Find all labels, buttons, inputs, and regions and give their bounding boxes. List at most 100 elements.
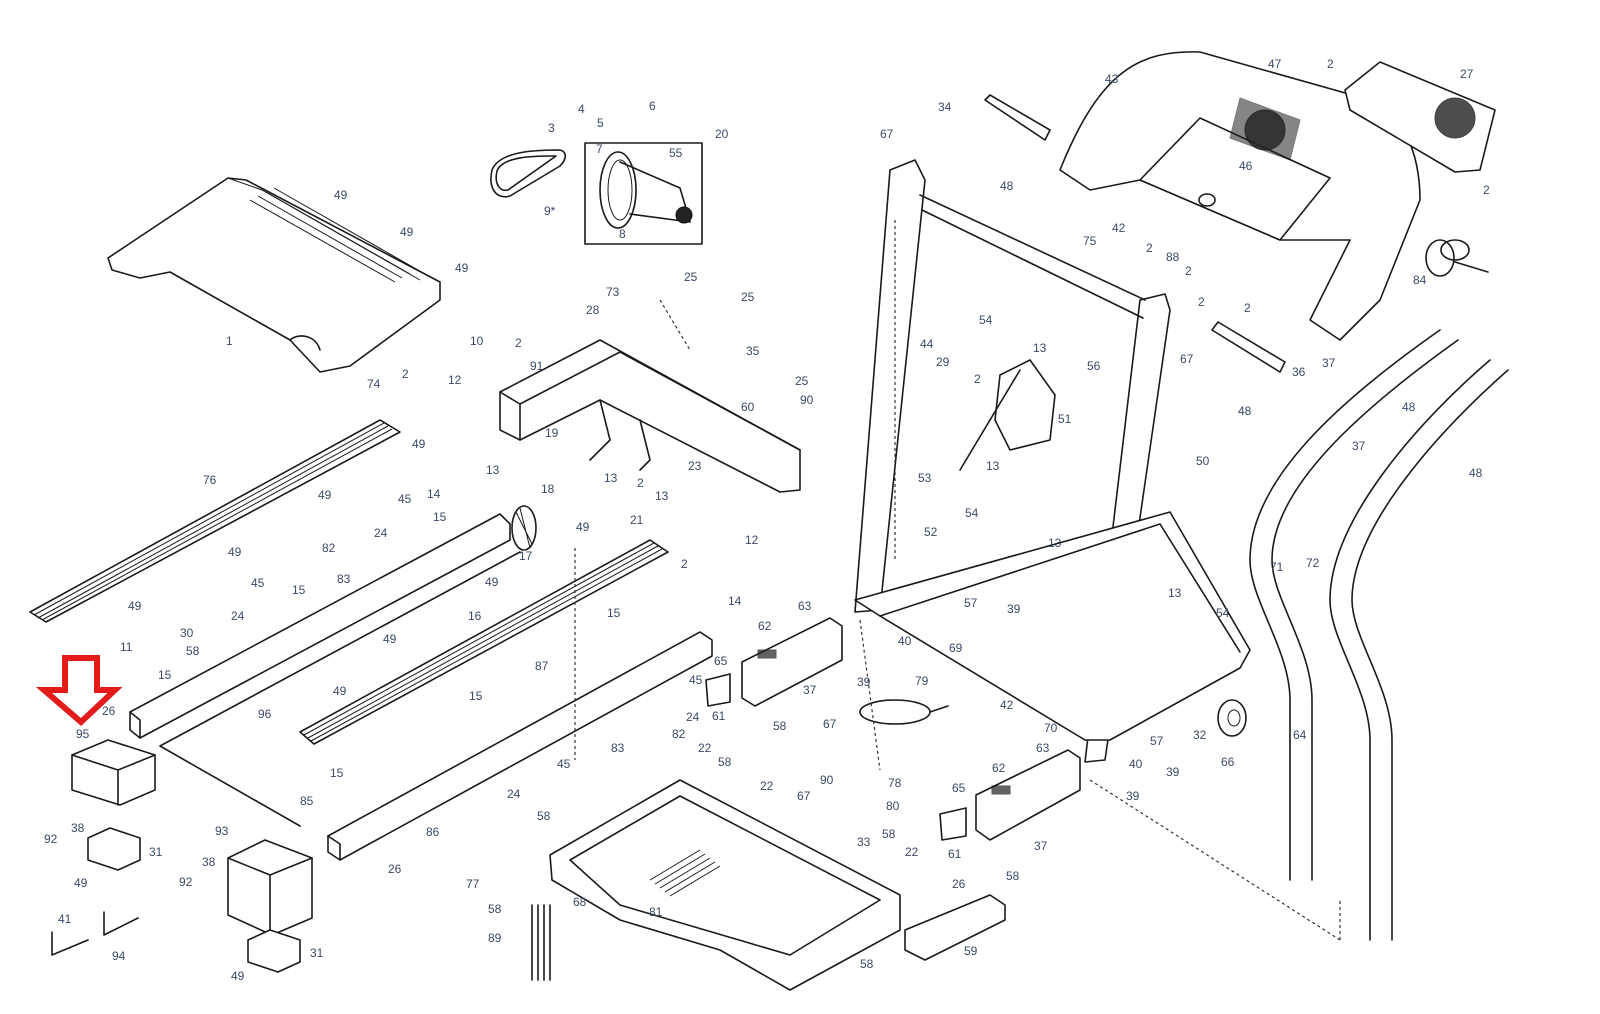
part-motor-controller-59 [904,894,1006,961]
part-bracket-34 [984,94,1051,141]
part-bracket-36 [1211,321,1286,373]
part-label-96: 96 [258,707,272,721]
part-label-42: 42 [1000,698,1014,712]
part-label-47: 47 [1268,57,1282,71]
part-label-64: 64 [1293,728,1307,742]
part-label-49: 49 [485,575,499,589]
part-label-58: 58 [773,719,787,733]
part-right-rail [299,539,669,745]
part-label-50: 50 [1196,454,1210,468]
part-endcap-65b [939,807,967,841]
part-motor-hood [107,177,441,373]
part-label-57: 57 [1150,734,1164,748]
part-label-25: 25 [684,270,698,284]
part-label-46: 46 [1239,159,1253,173]
part-label-24: 24 [374,526,388,540]
part-label-15: 15 [158,668,172,682]
part-handrail-right [1329,359,1509,941]
part-label-42: 42 [1112,221,1126,235]
part-label-61: 61 [712,709,726,723]
part-label-80: 80 [886,799,900,813]
part-zip-ties [531,904,551,981]
part-label-37: 37 [1034,839,1048,853]
part-label-15: 15 [469,689,483,703]
part-label-14: 14 [728,594,742,608]
part-label-66: 66 [1221,755,1235,769]
part-label-2: 2 [1185,264,1192,278]
part-upper-frame [499,339,801,493]
part-label-87: 87 [535,659,549,673]
part-label-19: 19 [545,426,559,440]
part-label-8: 8 [619,227,626,241]
part-label-48: 48 [1402,400,1416,414]
part-label-51: 51 [1058,412,1072,426]
part-label-39: 39 [857,675,871,689]
part-label-49: 49 [455,261,469,275]
part-label-63: 63 [798,599,812,613]
part-deck-96 [159,551,521,827]
part-label-29: 29 [936,355,950,369]
part-label-52: 52 [924,525,938,539]
part-label-67: 67 [797,789,811,803]
part-label-40: 40 [898,634,912,648]
part-label-58: 58 [718,755,732,769]
part-label-33: 33 [857,835,871,849]
part-handrail-left [1249,329,1459,881]
part-label-54: 54 [979,313,993,327]
part-label-27: 27 [1460,67,1474,81]
part-label-45: 45 [689,673,703,687]
part-label-15: 15 [607,606,621,620]
part-front-roller [511,505,537,551]
part-label-48: 48 [1469,466,1483,480]
part-label-20: 20 [715,127,729,141]
part-label-58: 58 [1006,869,1020,883]
part-label-58: 58 [488,902,502,916]
part-label-56: 56 [1087,359,1101,373]
part-label-83: 83 [337,572,351,586]
part-label-2: 2 [974,372,981,386]
part-label-22: 22 [760,779,774,793]
part-label-31: 31 [149,845,163,859]
part-label-77: 77 [466,877,480,891]
part-label-14: 14 [427,487,441,501]
part-label-73: 73 [606,285,620,299]
part-label-78: 78 [888,776,902,790]
part-label-2: 2 [681,557,688,571]
part-label-34: 34 [938,100,952,114]
part-label-83: 83 [611,741,625,755]
part-label-13: 13 [604,471,618,485]
part-label-2: 2 [1327,57,1334,71]
part-label-13: 13 [986,459,1000,473]
highlight-arrow [35,655,123,727]
part-label-22: 22 [905,845,919,859]
part-label-37: 37 [803,683,817,697]
part-label-23: 23 [688,459,702,473]
part-label-38: 38 [71,821,85,835]
part-label-5: 5 [597,116,604,130]
part-label-41: 41 [58,912,72,926]
part-label-89: 89 [488,931,502,945]
part-base-tube-lower [975,749,1081,841]
part-label-37: 37 [1322,356,1336,370]
part-label-39: 39 [1166,765,1180,779]
part-label-49: 49 [334,188,348,202]
part-label-30: 30 [180,626,194,640]
part-label-92: 92 [44,832,58,846]
part-label-1: 1 [226,334,233,348]
part-label-11: 11 [120,640,133,654]
part-label-6: 6 [649,99,656,113]
part-label-67: 67 [1180,352,1194,366]
part-label-25: 25 [741,290,755,304]
part-label-7: 7 [596,142,603,156]
part-label-9-star: 9* [544,204,556,218]
part-label-49: 49 [231,969,245,983]
part-endcap-65a [705,673,731,707]
part-label-38: 38 [202,855,216,869]
part-foot-31a [87,827,141,871]
part-label-26: 26 [388,862,402,876]
part-label-15: 15 [292,583,306,597]
part-label-85: 85 [300,794,314,808]
part-label-90: 90 [800,393,814,407]
part-label-45: 45 [251,576,265,590]
